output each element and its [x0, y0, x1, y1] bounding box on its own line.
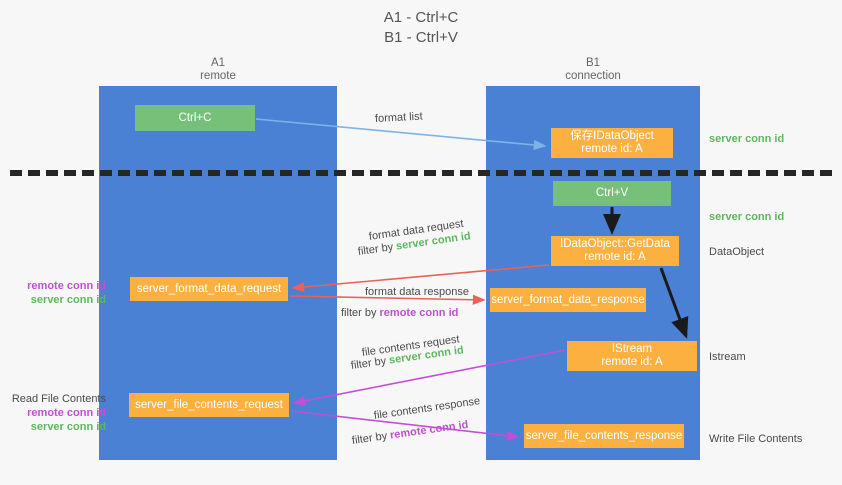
- node-server-format-data-request[interactable]: server_format_data_request: [130, 277, 288, 301]
- edge-label-format-data-filter-remote: filter by remote conn id: [341, 306, 458, 320]
- node-idataobject-getdata[interactable]: IDataObject::GetData remote id: A: [551, 236, 679, 266]
- remote-conn-id-token: remote conn id: [379, 307, 459, 319]
- node-ctrl-c[interactable]: Ctrl+C: [135, 105, 255, 131]
- annotation-read-file-contents: Read File Contents: [11, 393, 106, 405]
- node-idataobject-line2: remote id: A: [581, 143, 643, 155]
- annotation-right-dataobject: DataObject: [709, 246, 765, 258]
- node-format-data-request-label: server_format_data_request: [136, 282, 282, 295]
- node-file-contents-response-label: server_file_contents_response: [525, 429, 683, 442]
- annotation-server-conn-id: server conn id: [30, 421, 106, 433]
- column-a1-role: remote: [200, 70, 236, 82]
- column-header-a1: A1 remote: [99, 57, 337, 83]
- page-title: A1 - Ctrl+C B1 - Ctrl+V: [0, 8, 842, 48]
- annotation-server-conn-id: server conn id: [30, 294, 106, 306]
- filter-prefix: filter by: [341, 307, 380, 319]
- filter-prefix: filter by: [357, 240, 397, 258]
- annotation-remote-conn-id: remote conn id: [27, 407, 106, 419]
- node-ctrl-v-label: Ctrl+V: [595, 187, 629, 199]
- title-line-2: B1 - Ctrl+V: [384, 29, 458, 46]
- node-ctrl-v[interactable]: Ctrl+V: [553, 181, 671, 206]
- column-b1-role: connection: [565, 70, 621, 82]
- title-line-1: A1 - Ctrl+C: [383, 9, 459, 26]
- node-getdata-line1: IDataObject::GetData: [560, 238, 670, 250]
- node-idataobject[interactable]: 保存IDataObject remote id: A: [551, 128, 673, 158]
- phase-divider: [10, 170, 832, 176]
- column-a1-name: A1: [210, 57, 226, 69]
- node-server-format-data-response[interactable]: server_format_data_response: [490, 288, 646, 312]
- annotation-right-server-conn-id-1: server conn id: [709, 133, 785, 145]
- annotation-left-read-file-contents: Read File Contents remote conn id server…: [8, 392, 106, 434]
- filter-prefix: filter by: [351, 429, 391, 447]
- node-format-data-response-label: server_format_data_response: [491, 293, 645, 306]
- remote-conn-id-token: remote conn id: [389, 418, 470, 442]
- edge-label-format-list: format list: [374, 110, 423, 125]
- node-getdata-line2: remote id: A: [584, 251, 646, 263]
- annotation-right-istream: Istream: [709, 351, 746, 363]
- node-istream-line1: IStream: [611, 343, 653, 355]
- column-header-b1: B1 connection: [486, 57, 700, 83]
- node-istream-line2: remote id: A: [601, 356, 663, 368]
- edge-label-format-data-response: format data response: [365, 286, 469, 298]
- node-istream[interactable]: IStream remote id: A: [567, 341, 697, 371]
- node-server-file-contents-response[interactable]: server_file_contents_response: [524, 424, 684, 448]
- column-b1-name: B1: [585, 57, 601, 69]
- node-server-file-contents-request[interactable]: server_file_contents_request: [129, 393, 289, 417]
- annotation-right-write-file-contents: Write File Contents: [709, 433, 803, 445]
- annotation-right-server-conn-id-2: server conn id: [709, 211, 785, 223]
- filter-prefix: filter by: [350, 354, 390, 372]
- node-idataobject-line1: 保存IDataObject: [570, 130, 654, 142]
- edge-label-file-contents-filter-remote: filter by remote conn id: [351, 418, 469, 448]
- node-file-contents-request-label: server_file_contents_request: [135, 398, 283, 411]
- node-ctrl-c-label: Ctrl+C: [178, 111, 212, 124]
- annotation-left-format: remote conn id server conn id: [8, 279, 106, 307]
- annotation-remote-conn-id: remote conn id: [27, 280, 106, 292]
